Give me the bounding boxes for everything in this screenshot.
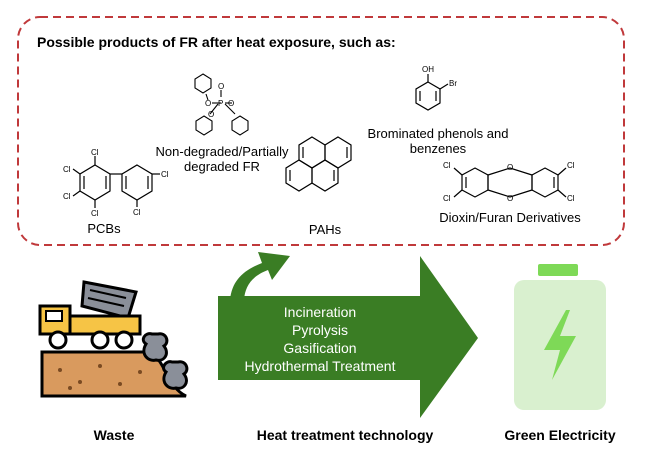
dioxin-cl-4: Cl — [567, 194, 575, 203]
phenol-br: Br — [449, 79, 457, 88]
label-pahs: PAHs — [308, 222, 342, 237]
treatment-incineration: Incineration — [283, 304, 357, 320]
treatment-gasification: Gasification — [283, 340, 357, 356]
big-arrow-right — [218, 256, 478, 418]
pcb-cl-4: Cl — [91, 209, 99, 218]
treatment-hydrothermal: Hydrothermal Treatment — [244, 358, 396, 374]
label-tech: Heat treatment technology — [256, 427, 434, 443]
fr-o-2: O — [228, 99, 234, 108]
pah-structure — [285, 136, 352, 192]
pcb-structure — [72, 156, 160, 208]
pcb-cl-6: Cl — [133, 208, 141, 217]
battery-icon — [514, 264, 606, 410]
dump-truck-icon — [38, 280, 142, 350]
garbage-bag-icon — [141, 332, 169, 362]
fr-o-double: O — [218, 82, 224, 91]
dioxin-cl-1: Cl — [443, 161, 451, 170]
pcb-cl-3: Cl — [63, 192, 71, 201]
dioxin-structure — [453, 167, 567, 198]
garbage-bag-icon-2 — [162, 360, 189, 390]
fr-p: P — [218, 99, 223, 108]
label-fr-line1: Non-degraded/Partially — [155, 144, 289, 159]
label-dioxin: Dioxin/Furan Derivatives — [439, 210, 581, 225]
treatment-pyrolysis: Pyrolysis — [291, 322, 348, 338]
dioxin-o-1: O — [507, 163, 513, 172]
fr-o-1: O — [205, 99, 211, 108]
label-brom-line2: benzenes — [409, 141, 467, 156]
curved-arrow-up — [230, 252, 290, 300]
dioxin-o-2: O — [507, 194, 513, 203]
dioxin-cl-3: Cl — [567, 161, 575, 170]
bromophenol-structure — [415, 74, 449, 111]
fr-o-3: O — [208, 110, 214, 119]
label-pcbs: PCBs — [87, 221, 121, 236]
label-waste: Waste — [93, 427, 135, 443]
fr-structure — [194, 73, 249, 136]
label-green: Green Electricity — [504, 427, 616, 443]
phenol-oh: OH — [422, 65, 434, 74]
products-box-title: Possible products of FR after heat expos… — [37, 34, 396, 50]
label-brom-line1: Brominated phenols and — [367, 126, 509, 141]
lightning-bolt-icon — [544, 310, 576, 380]
dioxin-cl-2: Cl — [443, 194, 451, 203]
pcb-cl-2: Cl — [63, 165, 71, 174]
pcb-cl-5: Cl — [161, 170, 169, 179]
products-box — [17, 16, 625, 246]
label-fr-line2: degraded FR — [184, 159, 260, 174]
pcb-cl-1: Cl — [91, 148, 99, 157]
waste-illustration — [38, 280, 189, 398]
